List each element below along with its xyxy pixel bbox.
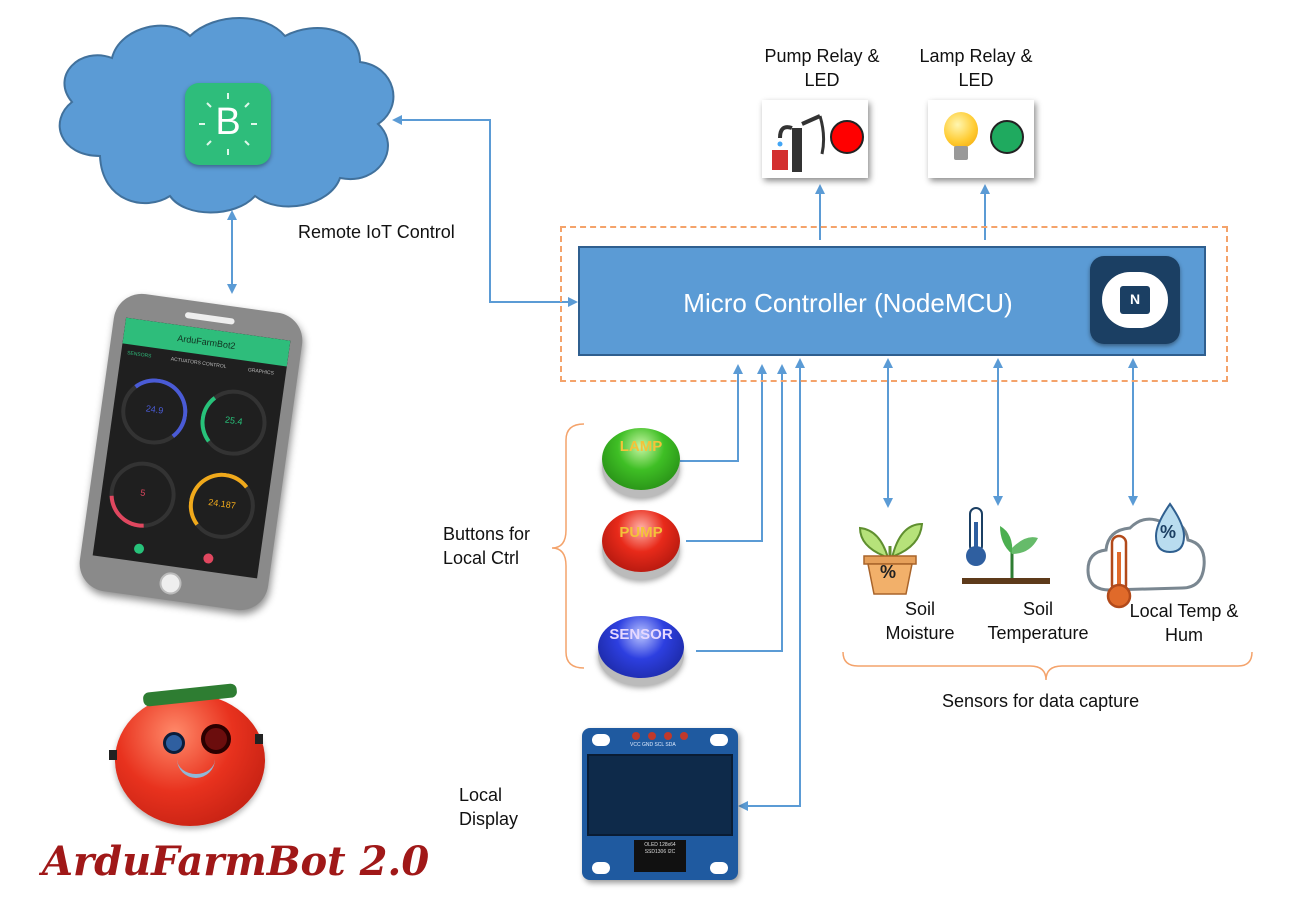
local-display-text: Local Display: [459, 785, 519, 829]
pump-relay-card: [762, 100, 868, 178]
gauge-soil-temperature: 24.187: [184, 468, 260, 544]
arrow-pump-button: [686, 364, 767, 542]
controller-dashed-boundary: [560, 226, 1228, 382]
humidity-percent: %: [1160, 522, 1177, 542]
soil-moisture-label: Soil Moisture: [872, 597, 968, 645]
brand-title: ArduFarmBot 2.0: [42, 838, 430, 885]
sensor-button[interactable]: SENSOR: [598, 616, 684, 678]
gauge-humidity-ambient: 25.4: [196, 385, 271, 460]
light-bulb-base: [954, 146, 968, 160]
buttons-group-label: Buttons for Local Ctrl: [443, 522, 543, 570]
local-temp-hum-icon: [1086, 502, 1206, 609]
micro-controller-label: Micro Controller (NodeMCU): [683, 288, 1013, 318]
tomato-right-ear: [255, 734, 263, 744]
oled-pin: [648, 732, 656, 740]
sensor-button-label: SENSOR: [609, 626, 673, 643]
pump-relay-label: Pump Relay & LED: [764, 46, 880, 90]
oled-pin-labels: VCC GND SCL SDA: [630, 742, 676, 748]
remote-iot-control-label: Remote IoT Control: [298, 222, 455, 242]
tab-actuators[interactable]: ACTUATORS CONTROL: [170, 356, 227, 371]
oled-pin: [664, 732, 672, 740]
nodemcu-letter: N: [1129, 291, 1141, 307]
arrow-cloud-controller: [392, 115, 578, 307]
oled-mount-hole-bl: [592, 862, 610, 874]
oled-pin: [632, 732, 640, 740]
soil-temperature-text: Soil Temperature: [987, 599, 1089, 643]
local-display-label: Local Display: [459, 783, 539, 831]
tab-graphics[interactable]: GRAPHICS: [247, 367, 275, 377]
tab-sensors[interactable]: SENSORS: [126, 350, 152, 360]
lamp-relay-label: Lamp Relay & LED: [919, 46, 1033, 90]
buttons-brace: [551, 423, 585, 669]
phone-led-lamp[interactable]: [133, 543, 145, 555]
lamp-led-icon: [990, 120, 1024, 154]
blynk-app-icon: B: [185, 83, 271, 165]
pump-led-icon: [830, 120, 864, 154]
oled-chip-label: OLED 128x64 SSD1306 I2C: [634, 840, 686, 872]
phone-screen: ArduFarmBot2 SENSORS ACTUATORS CONTROL G…: [92, 317, 291, 579]
tomato-left-eye: [163, 732, 185, 754]
soil-moisture-icon: [858, 522, 924, 595]
oled-mount-hole-tl: [592, 734, 610, 746]
sensors-brace: [842, 651, 1253, 681]
light-bulb-icon: [944, 112, 978, 148]
soil-temperature-label: Soil Temperature: [978, 597, 1098, 645]
oled-screen: [587, 754, 733, 836]
gauge-soil-humidity: 5: [95, 448, 190, 542]
phone-led-pump[interactable]: [202, 552, 215, 565]
oled-mount-hole-br: [710, 862, 728, 874]
oled-pin-header: [632, 732, 688, 740]
soil-temperature-icon: [962, 507, 1050, 584]
blynk-letter: B: [215, 101, 241, 143]
nodemcu-chip-icon: [1120, 286, 1150, 314]
lamp-button[interactable]: LAMP: [602, 428, 680, 490]
tomato-mascot: [109, 683, 265, 826]
oled-display-board: VCC GND SCL SDA OLED 128x64 SSD1306 I2C: [582, 728, 738, 880]
tomato-left-ear: [109, 750, 117, 760]
pump-button[interactable]: PUMP: [602, 510, 680, 572]
tomato-smile: [177, 756, 215, 778]
buttons-group-text: Buttons for Local Ctrl: [443, 524, 531, 568]
soil-moisture-percent: %: [880, 562, 897, 582]
blynk-rays-icon: [199, 93, 257, 155]
tomato-right-eye: [201, 724, 231, 754]
phone-home-button[interactable]: [158, 571, 183, 596]
local-temp-hum-text: Local Temp & Hum: [1129, 601, 1239, 645]
oled-pin: [680, 732, 688, 740]
phone-speaker: [184, 311, 235, 325]
nodemcu-icon: N: [1090, 256, 1180, 344]
water-pump-icon: [772, 114, 826, 172]
soil-moisture-text: Soil Moisture: [885, 599, 955, 643]
local-temp-hum-label: Local Temp & Hum: [1116, 599, 1252, 647]
arrow-to-display: [738, 358, 805, 811]
pump-button-label: PUMP: [619, 524, 663, 541]
lamp-button-label: LAMP: [619, 438, 663, 455]
gauge-temp-ambient: 24.9: [117, 374, 192, 449]
lamp-relay-card: [928, 100, 1034, 178]
oled-mount-hole-tr: [710, 734, 728, 746]
sensors-group-label: Sensors for data capture: [942, 691, 1140, 711]
